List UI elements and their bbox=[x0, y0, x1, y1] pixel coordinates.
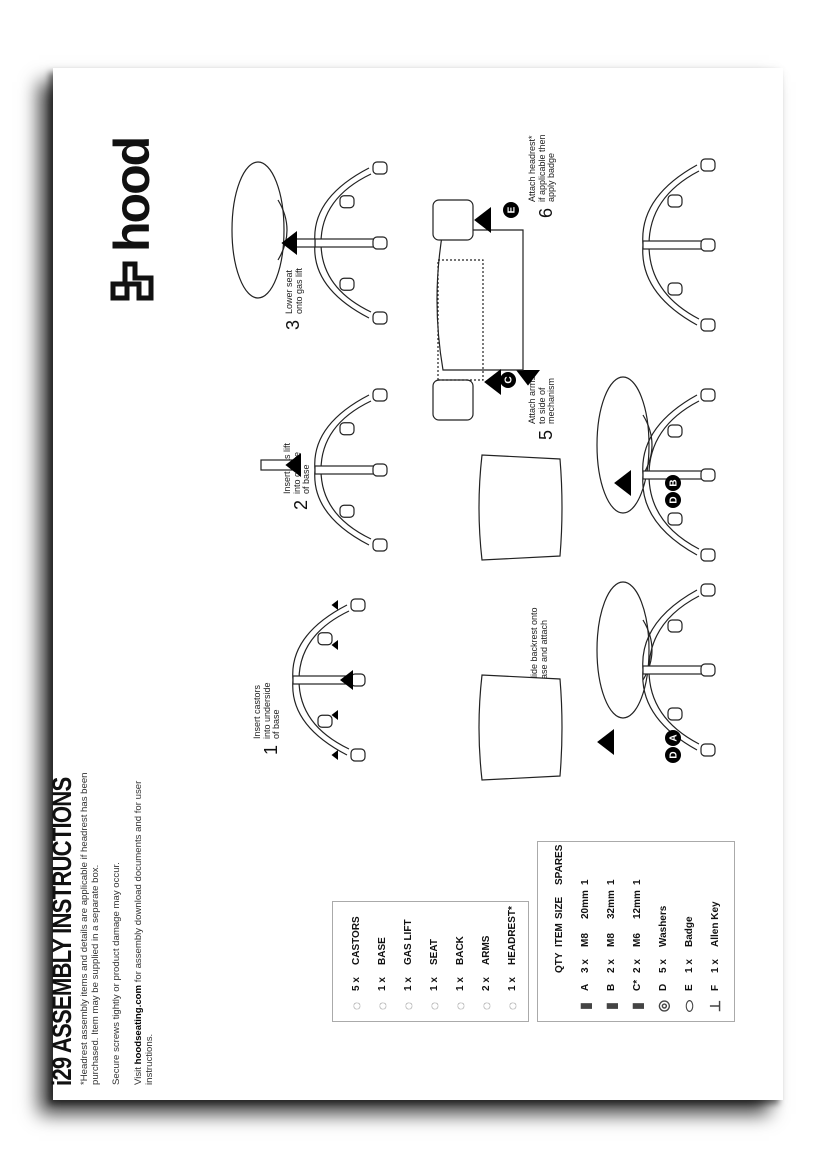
callout-letter: B bbox=[669, 479, 680, 486]
step5-base bbox=[642, 388, 716, 562]
castor bbox=[339, 195, 355, 209]
castor bbox=[667, 512, 683, 526]
castor bbox=[667, 707, 683, 721]
castor bbox=[372, 236, 388, 250]
castor bbox=[700, 663, 716, 677]
step5-seat bbox=[596, 376, 650, 514]
castor bbox=[700, 468, 716, 482]
castor bbox=[700, 158, 716, 172]
castor bbox=[350, 673, 366, 687]
step6-base bbox=[642, 158, 716, 332]
castor bbox=[667, 282, 683, 296]
step4-base bbox=[642, 583, 716, 757]
castor bbox=[350, 598, 366, 612]
callout-badge bbox=[665, 747, 681, 763]
callout-badge bbox=[503, 202, 519, 218]
arrow-indicator-icon bbox=[331, 710, 338, 720]
castor bbox=[667, 424, 683, 438]
headrest-left bbox=[432, 379, 474, 421]
step3-base bbox=[314, 161, 388, 325]
step3-seat bbox=[231, 161, 285, 299]
assembly-illustrations: D A D B C E bbox=[231, 158, 716, 781]
callout-badge bbox=[665, 730, 681, 746]
callout-letter: D bbox=[669, 496, 680, 503]
step6-chair-back bbox=[436, 229, 524, 371]
callout-badge bbox=[665, 475, 681, 491]
arrow-indicator-icon bbox=[474, 207, 491, 233]
arrow-indicator-icon bbox=[331, 600, 338, 610]
castor bbox=[700, 583, 716, 597]
castor bbox=[339, 277, 355, 291]
seat-mechanism bbox=[642, 414, 653, 476]
step5-backrest bbox=[478, 454, 563, 561]
castor bbox=[350, 748, 366, 762]
hood-logo: hood bbox=[103, 138, 161, 302]
arrow-indicator-icon bbox=[516, 370, 540, 386]
arrow-indicator-icon bbox=[285, 453, 301, 477]
callout-letter: C bbox=[504, 376, 515, 383]
callout-letter: D bbox=[669, 751, 680, 758]
seat-mechanism bbox=[277, 199, 288, 261]
arrow-indicator-icon bbox=[331, 640, 338, 650]
arrow-indicator-icon bbox=[281, 231, 297, 255]
arrow-indicator-icon bbox=[331, 750, 338, 760]
castor bbox=[372, 388, 388, 402]
base-front-leg bbox=[314, 465, 376, 475]
arrow-indicator-icon bbox=[614, 470, 631, 496]
base-front-leg bbox=[642, 665, 704, 675]
castor bbox=[700, 318, 716, 332]
step4-backrest bbox=[478, 674, 563, 781]
castor bbox=[339, 504, 355, 518]
castor bbox=[372, 161, 388, 175]
callout-badge bbox=[665, 492, 681, 508]
callout-letter: A bbox=[669, 734, 680, 741]
castor bbox=[667, 619, 683, 633]
castor bbox=[700, 238, 716, 252]
step1-base bbox=[292, 598, 366, 762]
arrow-indicator-icon bbox=[484, 369, 501, 395]
step2-base bbox=[314, 388, 388, 552]
castor bbox=[317, 714, 333, 728]
step4-seat bbox=[596, 581, 650, 719]
castor bbox=[372, 311, 388, 325]
castor bbox=[700, 548, 716, 562]
castor bbox=[339, 422, 355, 436]
castor bbox=[700, 743, 716, 757]
callout-badge bbox=[500, 372, 516, 388]
hood-logo-mark-icon bbox=[110, 261, 154, 301]
headrest-ghost bbox=[437, 259, 484, 381]
base-front-leg bbox=[642, 240, 704, 250]
arrow-indicator-icon bbox=[340, 670, 353, 690]
base-front-leg bbox=[314, 238, 376, 248]
arrow-indicator-icon bbox=[597, 729, 614, 755]
castor bbox=[700, 388, 716, 402]
callout-letter: E bbox=[507, 206, 518, 213]
headrest-right bbox=[432, 199, 474, 241]
castor bbox=[317, 632, 333, 646]
castor bbox=[372, 463, 388, 477]
castor bbox=[667, 194, 683, 208]
castor bbox=[372, 538, 388, 552]
landscape-content: i29 ASSEMBLY INSTRUCTIONS *Headrest asse… bbox=[47, 68, 783, 1100]
